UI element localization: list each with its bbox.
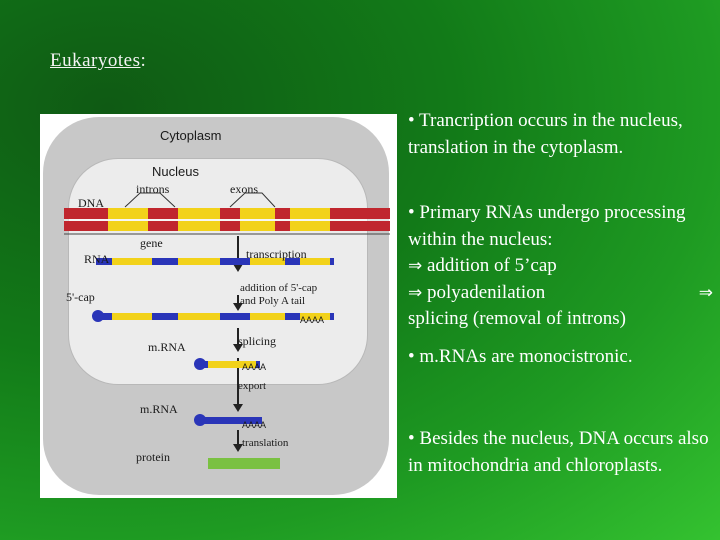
- processing-item-cap: ⇒ addition of 5’cap: [408, 255, 557, 276]
- exported-mrna: [194, 414, 262, 426]
- nucleus-label: Nucleus: [152, 164, 199, 179]
- capped-rna: [92, 310, 334, 322]
- bullet-processing-intro: • Primary RNAs undergo processing within…: [408, 202, 686, 250]
- addition-label-1: addition of 5'-cap: [240, 282, 318, 294]
- bullet-transcription: • Trancription occurs in the nucleus, tr…: [408, 110, 683, 158]
- processing-item-splicing: splicing (removal of introns): [408, 308, 626, 329]
- spliced-mrna: [194, 358, 260, 370]
- transcription-label: transcription: [246, 247, 307, 261]
- mrna-label-2: m.RNA: [140, 402, 178, 416]
- cytoplasm-label: Cytoplasm: [160, 128, 222, 143]
- introns-label: introns: [136, 182, 170, 196]
- process-arrows: [233, 236, 243, 452]
- bullet-organelle-dna: • Besides the nucleus, DNA occurs also i…: [408, 428, 709, 476]
- five-cap-label: 5'-cap: [66, 290, 95, 304]
- rna-label: RNA: [84, 252, 110, 266]
- heading-word: Eukaryotes: [50, 50, 141, 71]
- implies-arrow-icon: ⇒: [408, 256, 423, 276]
- polya-label-2: AAAA: [242, 362, 267, 372]
- implies-arrow-icon: ⇒: [408, 282, 423, 303]
- cell-nucleus: [68, 158, 368, 385]
- translation-label: translation: [242, 437, 289, 449]
- exons-label: exons: [230, 182, 258, 196]
- mrna-label-1: m.RNA: [148, 340, 186, 354]
- polya-label-3: AAAA: [242, 420, 267, 430]
- slide-heading: Eukaryotes:: [50, 50, 146, 72]
- protein-bar: [208, 458, 280, 469]
- heading-colon: :: [140, 50, 147, 71]
- dna-label: DNA: [78, 196, 104, 210]
- processing-item-polya: ⇒ polyadenilation⇒: [408, 280, 713, 307]
- rna-transcript: [96, 258, 334, 265]
- bullet-monocistronic: • m.RNAs are monocistronic.: [408, 346, 633, 367]
- polya-label-1: AAAA: [300, 315, 325, 325]
- pointer-lines: [124, 192, 276, 208]
- gene-label: gene: [140, 236, 163, 250]
- splicing-label: splicing: [238, 334, 276, 348]
- protein-label: protein: [136, 450, 170, 464]
- addition-label-2: and Poly A tail: [240, 295, 306, 307]
- bullet-processing: • Primary RNAs undergo processing within…: [408, 200, 713, 333]
- dna-strand: [64, 208, 390, 235]
- export-label: export: [238, 380, 267, 392]
- implies-arrow-icon: ⇒: [698, 282, 713, 303]
